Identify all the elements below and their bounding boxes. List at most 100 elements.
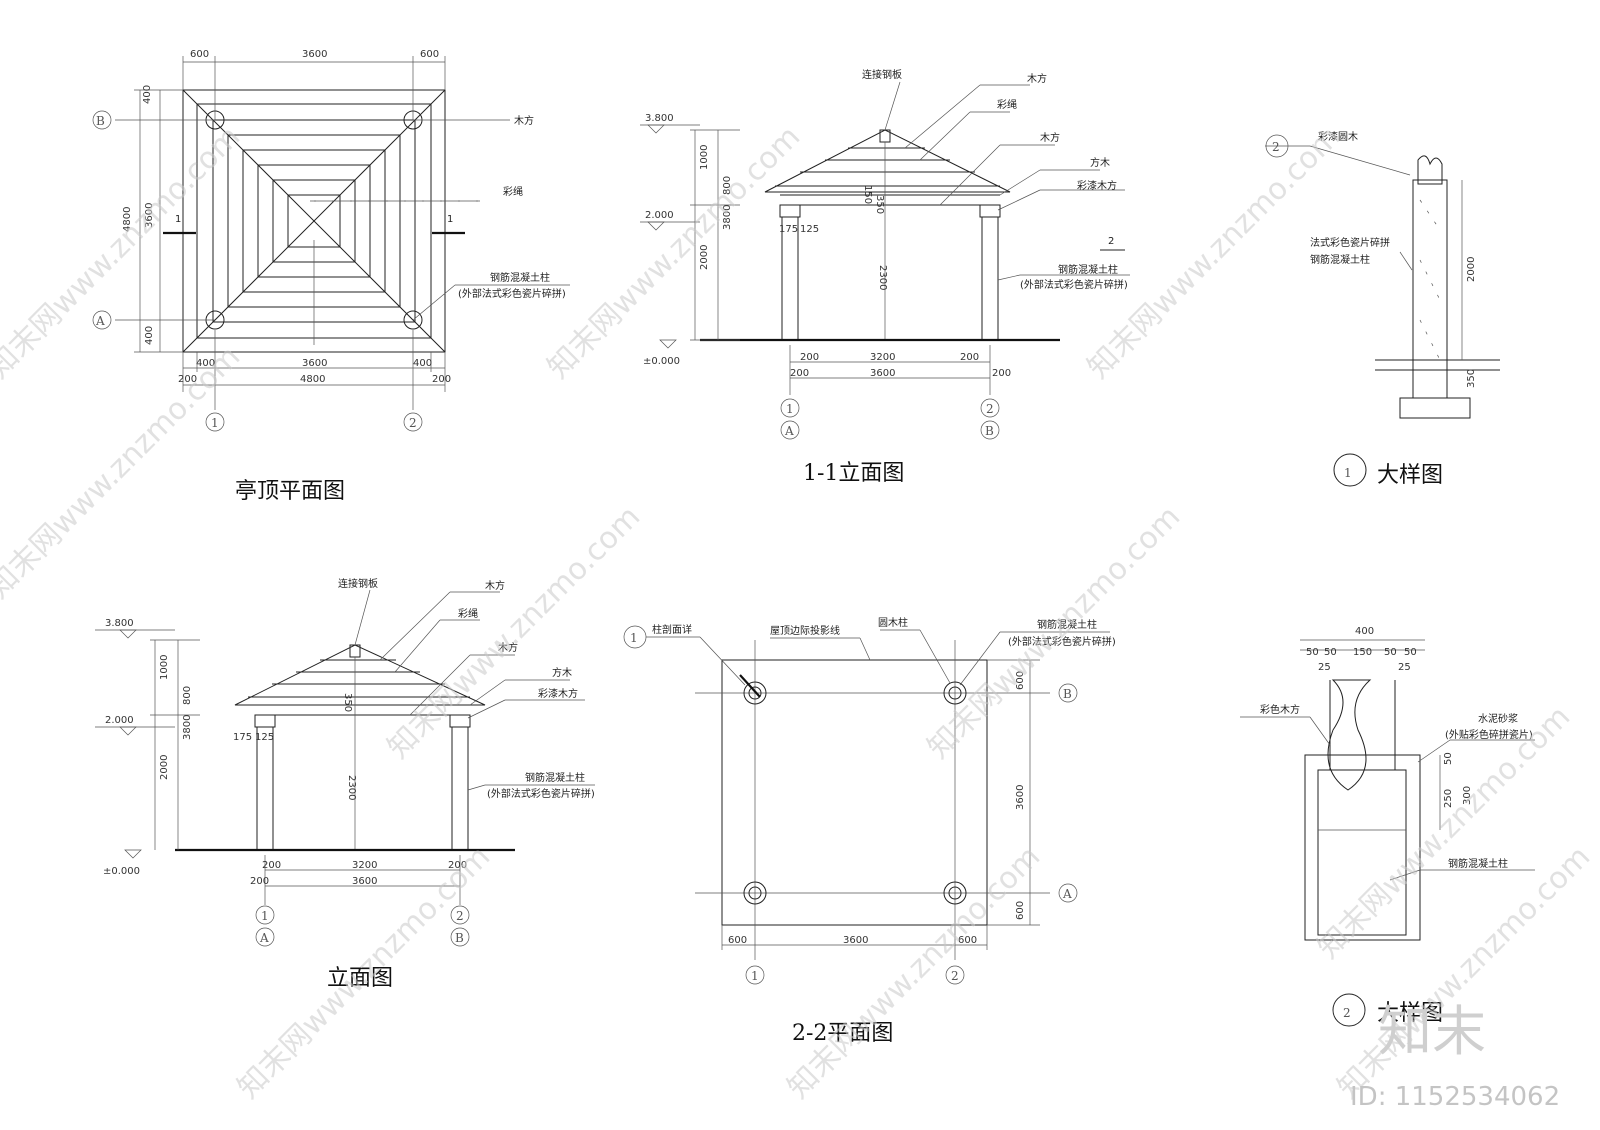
- column-marker: [743, 881, 767, 905]
- dim-text: 600: [420, 49, 439, 60]
- column-marker: [943, 881, 967, 905]
- axis-label: A: [784, 424, 794, 438]
- title-detail-2: 大样图: [1377, 1001, 1443, 1026]
- detail-2: 400 50 50 150 50 50 25 25 彩色木方 水泥砂浆 (外贴彩…: [1240, 626, 1535, 1027]
- elevation: 连接钢板 木方 彩绳 木方 方木 彩漆木方 钢筋混凝土柱 (外部法式彩色瓷片碎拼…: [95, 577, 595, 991]
- label: 彩绳: [458, 607, 478, 620]
- watermark-text: 知末网www.znzmo.com: [1331, 839, 1597, 1105]
- label: 彩漆木方: [1077, 179, 1117, 192]
- watermark-text: 知末网www.znzmo.com: [0, 119, 247, 385]
- dim-text: 350: [342, 693, 353, 712]
- axis-label: 1: [751, 969, 759, 983]
- level-mark: 3.800: [645, 113, 674, 124]
- label: 钢筋混凝土柱: [1310, 253, 1370, 266]
- axis-label: 2: [409, 416, 417, 430]
- label: 钢筋混凝土柱: [1058, 263, 1118, 276]
- level-mark: ±0.000: [643, 356, 680, 367]
- column-marker: [743, 681, 767, 705]
- label: (外贴彩色碎拼瓷片): [1445, 728, 1533, 741]
- label: 连接钢板: [338, 577, 378, 590]
- callout-number: 1: [1344, 466, 1352, 480]
- dim-text: 25: [1398, 662, 1411, 673]
- dim-text: 3600: [870, 368, 895, 379]
- level-mark: 3.800: [105, 618, 134, 629]
- title-plan-22: 2-2平面图: [792, 1021, 893, 1046]
- level-mark: 2.000: [105, 715, 134, 726]
- dim-text: 25: [1318, 662, 1331, 673]
- axis-label: A: [1062, 887, 1072, 901]
- dim-text: 200: [448, 860, 467, 871]
- roof-plan: 1 1 木方 彩绳 钢筋混凝土柱 (外部法式彩色瓷片碎拼) 600 3600 6…: [92, 49, 570, 504]
- watermark-text: 知末网www.znzmo.com: [0, 339, 247, 605]
- dim-text: 125: [800, 224, 819, 235]
- dim-text: 125: [255, 732, 274, 743]
- dim-text: 200: [250, 876, 269, 887]
- title-roof-plan: 亭顶平面图: [235, 479, 345, 504]
- dim-text: 3200: [870, 352, 895, 363]
- dim-text: 2300: [346, 775, 357, 800]
- dim-text: 4800: [300, 374, 325, 385]
- label: 钢筋混凝土柱: [525, 771, 585, 784]
- dim-text: 400: [142, 85, 153, 104]
- dim-text: 400: [144, 326, 155, 345]
- axis-label: B: [1063, 687, 1072, 701]
- label-mufang: 木方: [514, 114, 534, 127]
- dim-text: 600: [1015, 901, 1026, 920]
- dim-text: 300: [1462, 786, 1473, 805]
- axis-label: 2: [951, 969, 959, 983]
- id-watermark: ID: 1152534062: [1350, 1082, 1560, 1112]
- dim-text: 4800: [122, 207, 133, 232]
- label-caisheng: 彩绳: [503, 185, 523, 198]
- column-marker: [403, 310, 423, 330]
- dim-text: 3600: [302, 358, 327, 369]
- dim-text: 50: [1443, 752, 1454, 765]
- title-detail-1: 大样图: [1377, 463, 1443, 488]
- dim-text: 150: [862, 185, 873, 204]
- dim-text: 3600: [144, 203, 155, 228]
- dim-text: 50: [1306, 647, 1319, 658]
- section-mark-right: 1: [447, 214, 453, 225]
- column-marker: [943, 681, 967, 705]
- dim-text: 2000: [159, 755, 170, 780]
- column: [781, 216, 799, 341]
- watermark-layer: 知末网www.znzmo.com 知末网www.znzmo.com 知末网www…: [0, 119, 1597, 1112]
- watermark-text: 知末网www.znzmo.com: [921, 499, 1187, 765]
- label: 木方: [1027, 72, 1047, 85]
- detail-1: 2 彩漆圆木 法式彩色瓷片碎拼 钢筋混凝土柱 2000 350 1 大样图: [1265, 130, 1500, 488]
- roof-outline: [182, 89, 446, 353]
- label: 屋顶边际投影线: [770, 624, 840, 637]
- dim-text: 800: [182, 686, 193, 705]
- section-mark: 2: [1108, 236, 1114, 247]
- section-mark-left: 1: [175, 214, 181, 225]
- label: 方木: [552, 666, 572, 679]
- dim-text: 2000: [699, 245, 710, 270]
- dim-text: 600: [728, 935, 747, 946]
- dim-text: 400: [1355, 626, 1374, 637]
- dim-text: 400: [196, 358, 215, 369]
- axis-label: 2: [456, 909, 464, 923]
- label: 木方: [498, 641, 518, 654]
- dim-text: 200: [178, 374, 197, 385]
- dim-text: 3600: [302, 49, 327, 60]
- dim-text: 200: [800, 352, 819, 363]
- dim-text: 600: [1015, 671, 1026, 690]
- brand-watermark: 知末: [1378, 1000, 1486, 1063]
- dim-text: 200: [262, 860, 281, 871]
- watermark-text: 知末网www.znzmo.com: [541, 119, 807, 385]
- dim-text: 1000: [159, 655, 170, 680]
- watermark-text: 知末网www.znzmo.com: [781, 839, 1047, 1105]
- dim-text: 2000: [1466, 257, 1477, 282]
- dim-text: 50: [1384, 647, 1397, 658]
- watermark-text: 知末网www.znzmo.com: [381, 499, 647, 765]
- label-column-note: (外部法式彩色瓷片碎拼): [458, 287, 566, 300]
- watermark-text: 知末网www.znzmo.com: [1081, 119, 1347, 385]
- dim-text: 600: [958, 935, 977, 946]
- label: 彩色木方: [1260, 703, 1300, 716]
- label: 钢筋混凝土柱: [1448, 857, 1508, 870]
- label: 水泥砂浆: [1478, 712, 1518, 725]
- column-section: [1412, 179, 1448, 399]
- elevation-1-1: 连接钢板 木方 彩绳 木方 方木 彩漆木方 2 钢筋混凝土柱 (外部法式彩色瓷片…: [640, 68, 1130, 486]
- dim-text: 400: [413, 358, 432, 369]
- axis-label: 2: [986, 402, 994, 416]
